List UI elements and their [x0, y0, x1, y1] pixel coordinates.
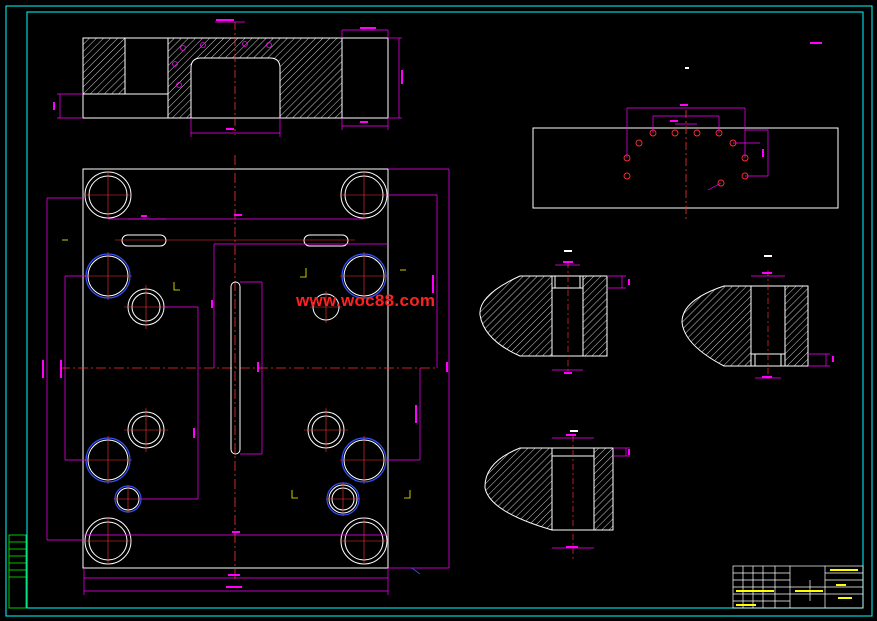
- left-margin-table: [8, 534, 27, 609]
- section-b-b: [479, 262, 626, 372]
- title-block: [732, 565, 864, 609]
- drawing-frame: [5, 5, 873, 617]
- dimension-text-marks: [42, 19, 834, 588]
- top-section-view: [57, 21, 402, 137]
- watermark-text: www.woc88.com: [296, 291, 436, 310]
- plan-view: [46, 155, 450, 595]
- hole-pattern-view: [532, 107, 839, 220]
- section-c-c: [484, 436, 630, 560]
- section-d-d: [681, 270, 830, 382]
- title-block-text: [736, 569, 858, 606]
- section-labels: [564, 67, 772, 432]
